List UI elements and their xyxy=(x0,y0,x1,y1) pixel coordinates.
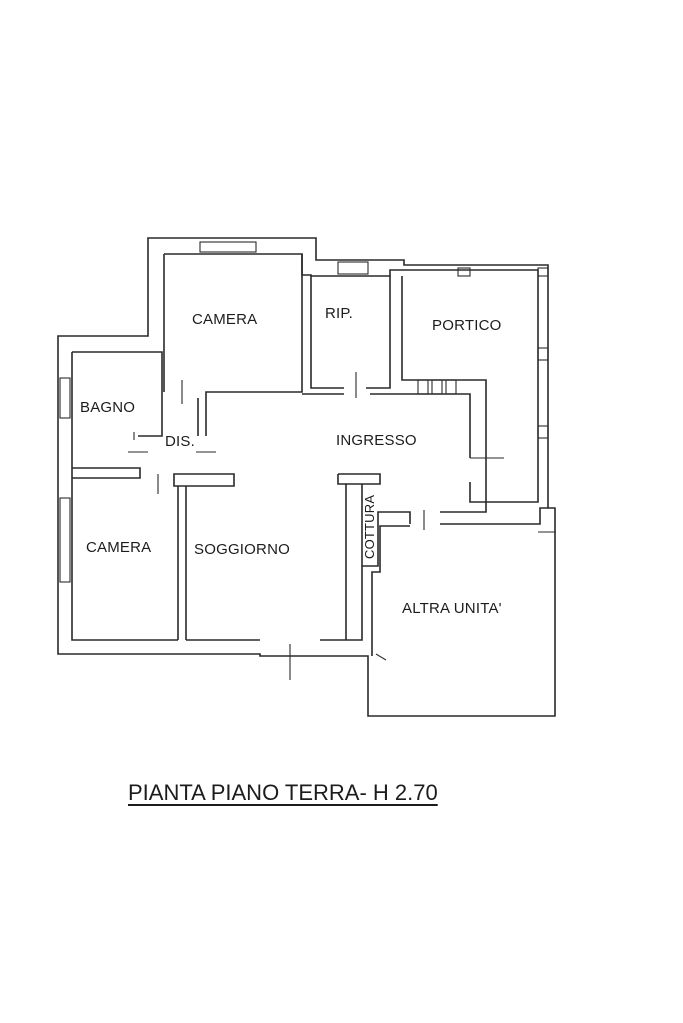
label-ingresso: INGRESSO xyxy=(336,432,417,449)
label-altra-unita: ALTRA UNITA' xyxy=(402,600,502,617)
label-bagno: BAGNO xyxy=(80,399,135,416)
label-camera-left: CAMERA xyxy=(86,539,151,556)
label-portico: PORTICO xyxy=(432,317,501,334)
label-rip: RIP. xyxy=(325,305,353,322)
label-soggiorno: SOGGIORNO xyxy=(194,541,290,558)
walls xyxy=(57,237,556,717)
label-camera-top: CAMERA xyxy=(192,311,257,328)
plan-title: PIANTA PIANO TERRA- H 2.70 xyxy=(128,780,438,805)
label-cottura: COTTURA xyxy=(362,495,377,559)
room-labels: CAMERA RIP. PORTICO BAGNO DIS. INGRESSO … xyxy=(80,305,502,617)
label-dis: DIS. xyxy=(165,433,195,450)
